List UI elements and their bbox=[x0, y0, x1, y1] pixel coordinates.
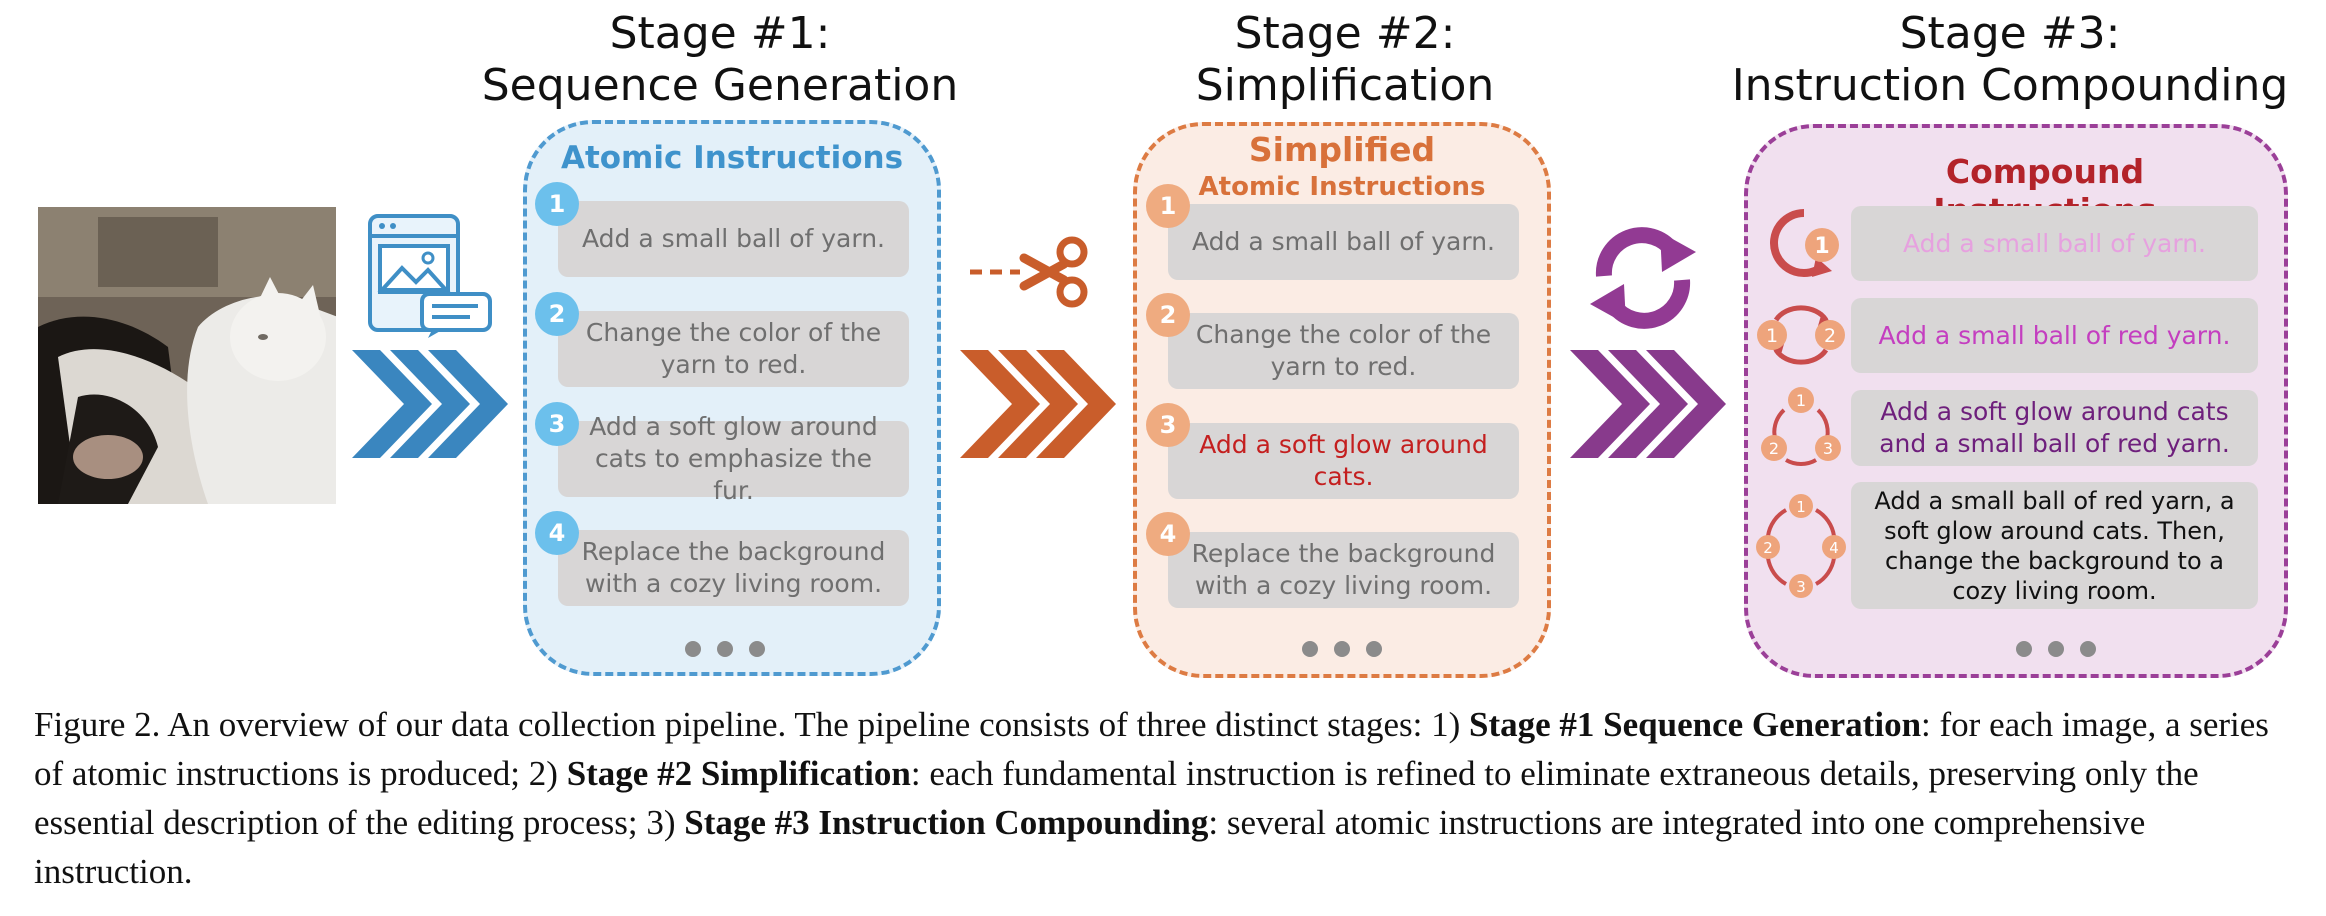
stage3-title: Stage #3: Instruction Compounding bbox=[1720, 8, 2300, 112]
stage1-title-line2: Sequence Generation bbox=[481, 60, 959, 111]
stage2-item-3: Add a soft glow around cats. bbox=[1168, 423, 1519, 499]
numbered-cycle-icon-4: 1 2 4 3 bbox=[1756, 494, 1846, 598]
scissors-icon bbox=[970, 236, 1088, 308]
stage1-badge-1: 1 bbox=[535, 182, 579, 226]
stage1-badge-4: 4 bbox=[535, 511, 579, 555]
stage1-more-dots bbox=[685, 641, 765, 657]
stage1-item-3: Add a soft glow around cats to emphasize… bbox=[558, 412, 909, 505]
svg-text:3: 3 bbox=[1796, 578, 1806, 596]
stage2-badge-2: 2 bbox=[1146, 293, 1190, 337]
stage3-item-2: Add a small ball of red yarn. bbox=[1851, 298, 2258, 373]
stage3-title-line1: Stage #3: bbox=[1899, 8, 2121, 59]
stage3-item-1: Add a small ball of yarn. bbox=[1851, 206, 2258, 281]
svg-text:2: 2 bbox=[1824, 325, 1836, 347]
stage2-heading-line2: Atomic Instructions bbox=[1198, 172, 1486, 202]
stage2-badge-4: 4 bbox=[1146, 512, 1190, 556]
stage1-badge-3: 3 bbox=[535, 402, 579, 446]
triple-chevron-arrow-icon bbox=[960, 350, 1116, 458]
stage2-item-1: Add a small ball of yarn. bbox=[1168, 204, 1519, 280]
caption-text-3: : each fundamental instruction is refine… bbox=[34, 754, 2199, 842]
caption-bold-2: Stage #2 Simplification bbox=[566, 754, 911, 793]
stage1-item-1: Add a small ball of yarn. bbox=[558, 201, 909, 277]
stage3-more-dots bbox=[2016, 641, 2096, 657]
image-with-speech-bubble-icon bbox=[368, 214, 492, 338]
stage2-title-line2: Simplification bbox=[1195, 60, 1495, 111]
stage2-more-dots bbox=[1302, 641, 1382, 657]
stage1-title-line1: Stage #1: bbox=[609, 8, 831, 59]
caption-text-1: Figure 2. An overview of our data collec… bbox=[34, 705, 1469, 744]
stage2-title: Stage #2: Simplification bbox=[1095, 8, 1595, 112]
svg-text:1: 1 bbox=[1796, 391, 1806, 410]
numbered-cycle-icon-2: 1 2 bbox=[1757, 305, 1845, 365]
stage3-item-3: Add a soft glow around cats and a small … bbox=[1851, 390, 2258, 466]
stage2-title-line1: Stage #2: bbox=[1234, 8, 1456, 59]
stage2-item-4: Replace the background with a cozy livin… bbox=[1168, 532, 1519, 608]
stage1-badge-2: 2 bbox=[535, 292, 579, 336]
caption-bold-1: Stage #1 Sequence Generation bbox=[1468, 705, 1922, 744]
svg-text:1: 1 bbox=[1796, 498, 1806, 516]
stage2-badge-3: 3 bbox=[1146, 403, 1190, 447]
stage1-item-4: Replace the background with a cozy livin… bbox=[558, 530, 909, 606]
stage3-title-line2: Instruction Compounding bbox=[1731, 60, 2289, 111]
numbered-cycle-icon-3: 1 2 3 bbox=[1761, 387, 1841, 466]
svg-text:4: 4 bbox=[1829, 539, 1839, 557]
caption-bold-3: Stage #3 Instruction Compounding bbox=[684, 803, 1209, 842]
stage1-item-2: Change the color of the yarn to red. bbox=[558, 311, 909, 387]
triple-chevron-arrow-icon bbox=[352, 350, 508, 458]
stage2-item-2: Change the color of the yarn to red. bbox=[1168, 313, 1519, 389]
caption-text-4: : several atomic instructions are integr… bbox=[34, 803, 2146, 891]
svg-text:2: 2 bbox=[1769, 439, 1779, 458]
numbered-cycle-icon-1: 1 bbox=[1770, 209, 1839, 277]
input-cat-photo bbox=[38, 207, 336, 504]
refresh-cycle-icon bbox=[1590, 227, 1696, 329]
stage1-title: Stage #1: Sequence Generation bbox=[470, 8, 970, 112]
stage1-heading: Atomic Instructions bbox=[560, 140, 904, 176]
stage2-heading-line1: Simplified bbox=[1248, 130, 1436, 169]
svg-text:2: 2 bbox=[1763, 539, 1773, 557]
caption-text-2: : for each image, a series of atomic ins… bbox=[34, 705, 2269, 793]
triple-chevron-arrow-icon bbox=[1570, 350, 1726, 458]
svg-text:1: 1 bbox=[1814, 234, 1829, 259]
figure-caption: Figure 2. An overview of our data collec… bbox=[34, 700, 2300, 896]
svg-text:1: 1 bbox=[1766, 325, 1778, 347]
stage3-item-4: Add a small ball of red yarn, a soft glo… bbox=[1851, 482, 2258, 609]
svg-text:3: 3 bbox=[1823, 439, 1833, 458]
stage2-badge-1: 1 bbox=[1146, 184, 1190, 228]
